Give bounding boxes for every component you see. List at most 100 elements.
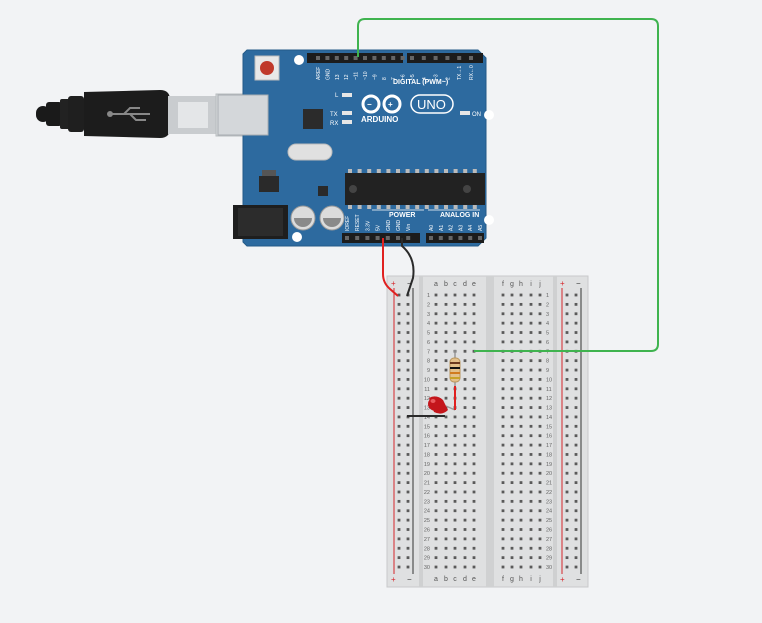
breadboard-hole[interactable] (510, 556, 514, 560)
breadboard-hole[interactable] (463, 415, 467, 419)
breadboard-hole[interactable] (453, 443, 457, 447)
breadboard-hole[interactable] (434, 293, 438, 297)
breadboard-hole[interactable] (472, 359, 476, 363)
breadboard-hole[interactable] (463, 537, 467, 541)
breadboard-hole[interactable] (463, 331, 467, 334)
breadboard-hole[interactable] (434, 509, 438, 513)
breadboard-hole[interactable] (472, 490, 476, 494)
breadboard-hole[interactable] (501, 453, 505, 456)
breadboard-hole[interactable] (529, 368, 533, 372)
breadboard-hole[interactable] (472, 528, 476, 531)
breadboard-hole[interactable] (472, 518, 476, 522)
rail-hole[interactable] (574, 453, 578, 456)
breadboard-hole[interactable] (463, 378, 467, 381)
rail-hole[interactable] (574, 340, 578, 344)
rail-hole[interactable] (565, 312, 569, 316)
breadboard-hole[interactable] (501, 340, 505, 344)
rail-hole[interactable] (397, 565, 401, 569)
rail-hole[interactable] (565, 481, 569, 484)
breadboard-hole[interactable] (434, 556, 438, 560)
rail-hole[interactable] (574, 396, 578, 400)
breadboard-hole[interactable] (510, 546, 514, 550)
breadboard-hole[interactable] (472, 378, 476, 381)
breadboard-hole[interactable] (510, 359, 514, 363)
rail-hole[interactable] (565, 471, 569, 475)
breadboard-hole[interactable] (510, 537, 514, 541)
rail-hole[interactable] (406, 340, 410, 344)
breadboard-hole[interactable] (519, 556, 523, 560)
breadboard-hole[interactable] (434, 481, 438, 484)
rail-hole[interactable] (565, 434, 569, 438)
rail-hole[interactable] (565, 518, 569, 522)
rail-hole[interactable] (406, 556, 410, 560)
breadboard-hole[interactable] (444, 378, 448, 381)
breadboard-hole[interactable] (501, 556, 505, 560)
breadboard-hole[interactable] (519, 434, 523, 438)
breadboard-hole[interactable] (501, 396, 505, 400)
breadboard-hole[interactable] (444, 434, 448, 438)
breadboard-hole[interactable] (472, 368, 476, 372)
breadboard-hole[interactable] (501, 368, 505, 372)
rail-hole[interactable] (565, 537, 569, 541)
power-pin-hole[interactable] (375, 236, 380, 240)
breadboard-hole[interactable] (538, 528, 542, 531)
breadboard-hole[interactable] (444, 359, 448, 363)
rail-hole[interactable] (574, 490, 578, 494)
breadboard-hole[interactable] (444, 312, 448, 316)
analog-pin-hole[interactable] (429, 236, 433, 240)
rail-hole[interactable] (565, 378, 569, 381)
rail-hole[interactable] (574, 415, 578, 419)
breadboard-hole[interactable] (529, 528, 533, 531)
breadboard-hole[interactable] (463, 490, 467, 494)
breadboard-hole[interactable] (453, 340, 457, 344)
breadboard-hole[interactable] (501, 378, 505, 381)
breadboard-hole[interactable] (519, 490, 523, 494)
breadboard-hole[interactable] (501, 406, 505, 409)
rail-hole[interactable] (406, 481, 410, 484)
rail-hole[interactable] (397, 453, 401, 456)
breadboard-hole[interactable] (510, 453, 514, 456)
breadboard-hole[interactable] (463, 443, 467, 447)
breadboard-hole[interactable] (472, 499, 476, 503)
breadboard-hole[interactable] (472, 509, 476, 513)
black-wire-gnd[interactable] (401, 238, 415, 297)
breadboard-hole[interactable] (463, 302, 467, 306)
rail-hole[interactable] (397, 528, 401, 531)
rail-hole[interactable] (406, 518, 410, 522)
rail-hole[interactable] (397, 359, 401, 363)
breadboard-hole[interactable] (510, 396, 514, 400)
breadboard-hole[interactable] (519, 321, 523, 325)
rail-hole[interactable] (574, 556, 578, 560)
rail-hole[interactable] (397, 312, 401, 316)
rail-hole[interactable] (406, 387, 410, 391)
rail-hole[interactable] (565, 331, 569, 334)
breadboard-hole[interactable] (472, 434, 476, 438)
breadboard-hole[interactable] (501, 481, 505, 484)
breadboard-hole[interactable] (501, 499, 505, 503)
breadboard-hole[interactable] (463, 424, 467, 428)
digital-pin-hole[interactable] (469, 56, 473, 60)
digital-pin-hole[interactable] (457, 56, 462, 60)
breadboard-hole[interactable] (444, 509, 448, 513)
rail-hole[interactable] (397, 556, 401, 560)
breadboard-hole[interactable] (463, 528, 467, 531)
breadboard-hole[interactable] (529, 546, 533, 550)
breadboard-hole[interactable] (529, 518, 533, 522)
rail-hole[interactable] (397, 349, 401, 353)
digital-pin-hole[interactable] (344, 56, 349, 60)
breadboard-hole[interactable] (453, 462, 457, 466)
breadboard-hole[interactable] (538, 518, 542, 522)
breadboard-hole[interactable] (538, 331, 542, 334)
rail-hole[interactable] (574, 424, 578, 428)
digital-header-right[interactable] (407, 53, 483, 63)
rail-hole[interactable] (397, 396, 401, 400)
breadboard-hole[interactable] (444, 518, 448, 522)
breadboard-hole[interactable] (444, 396, 448, 400)
breadboard-hole[interactable] (434, 518, 438, 522)
breadboard-hole[interactable] (444, 424, 448, 428)
breadboard-hole[interactable] (444, 302, 448, 306)
breadboard-hole[interactable] (501, 443, 505, 447)
analog-pin-hole[interactable] (478, 236, 482, 240)
breadboard-hole[interactable] (453, 434, 457, 438)
resistor[interactable] (449, 350, 461, 386)
